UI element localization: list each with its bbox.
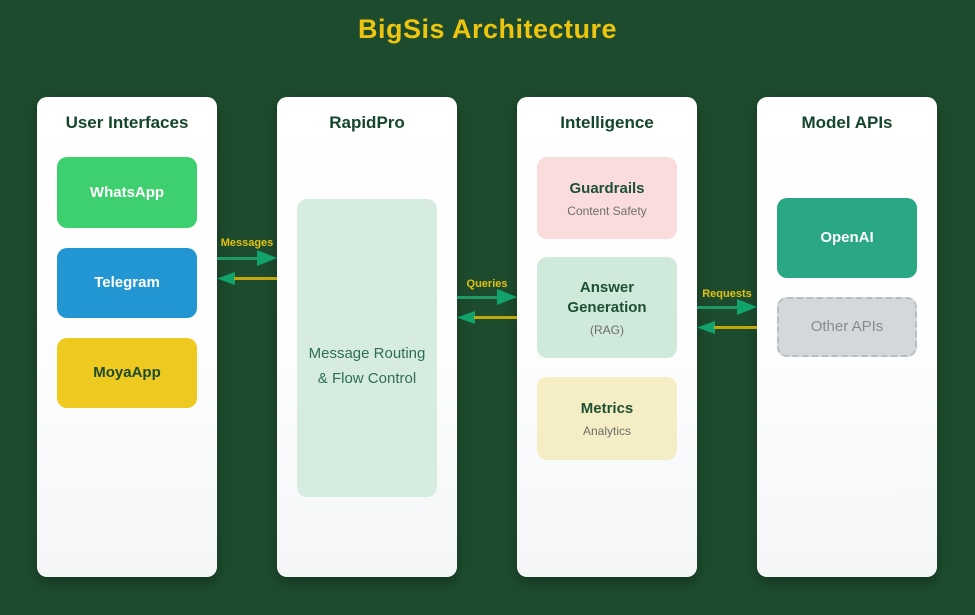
node-whatsapp: WhatsApp	[57, 157, 197, 228]
node-label: Other APIs	[810, 318, 884, 335]
node-label: Metrics	[580, 400, 634, 417]
node-label: WhatsApp	[89, 183, 165, 201]
node-other-apis: Other APIs	[777, 297, 917, 357]
queries-arrow-left-head	[457, 311, 475, 324]
queries-arrow-left-line	[474, 316, 517, 319]
node-label: Telegram	[94, 274, 160, 291]
node-label: Message Routing & Flow Control	[309, 341, 426, 391]
column-intelligence: Intelligence Guardrails Content Safety A…	[517, 97, 697, 577]
requests-arrow-right-line	[697, 306, 739, 309]
requests-arrow-left-line	[714, 326, 757, 329]
node-label: MoyaApp	[93, 364, 161, 381]
requests-arrow-left-head	[697, 321, 715, 334]
node-label: OpenAI	[820, 229, 874, 246]
column-rapidpro: RapidPro Message Routing & Flow Control	[277, 97, 457, 577]
queries-arrow-right-line	[457, 296, 499, 299]
column-user-interfaces: User Interfaces WhatsApp Telegram MoyaAp…	[37, 97, 217, 577]
routing-label-line2: & Flow Control	[317, 370, 417, 387]
messages-arrow-left-line	[234, 277, 277, 280]
node-guardrails: Guardrails Content Safety	[537, 157, 677, 239]
connector-queries-label: Queries	[466, 278, 508, 290]
messages-arrow-left-head	[217, 272, 235, 285]
queries-arrow-right-head	[497, 289, 517, 305]
node-sublabel: (RAG)	[590, 323, 624, 337]
node-label: Guardrails	[569, 179, 645, 197]
column-title: Model APIs	[801, 113, 893, 132]
column-title: RapidPro	[329, 113, 405, 132]
messages-arrow-right-line	[217, 257, 259, 260]
node-message-routing: Message Routing & Flow Control	[297, 199, 437, 497]
diagram-title: BigSis Architecture	[357, 14, 618, 44]
node-answer-generation: Answer Generation (RAG)	[537, 257, 677, 358]
column-title: Intelligence	[560, 113, 654, 132]
node-sublabel: Content Safety	[567, 203, 647, 218]
connector-requests-label: Requests	[702, 288, 752, 300]
column-model-apis: Model APIs OpenAI Other APIs	[757, 97, 937, 577]
node-label: Answer Generation	[567, 279, 647, 316]
requests-arrow-right-head	[737, 299, 757, 315]
messages-arrow-right-head	[257, 250, 277, 266]
routing-label-line1: Message Routing	[308, 345, 426, 362]
node-metrics: Metrics Analytics	[537, 377, 677, 460]
node-sublabel: Analytics	[582, 424, 632, 438]
column-title: User Interfaces	[65, 113, 189, 132]
node-moyaapp: MoyaApp	[57, 338, 197, 408]
node-telegram: Telegram	[57, 248, 197, 318]
node-openai: OpenAI	[777, 198, 917, 278]
connector-messages-label: Messages	[220, 237, 274, 249]
